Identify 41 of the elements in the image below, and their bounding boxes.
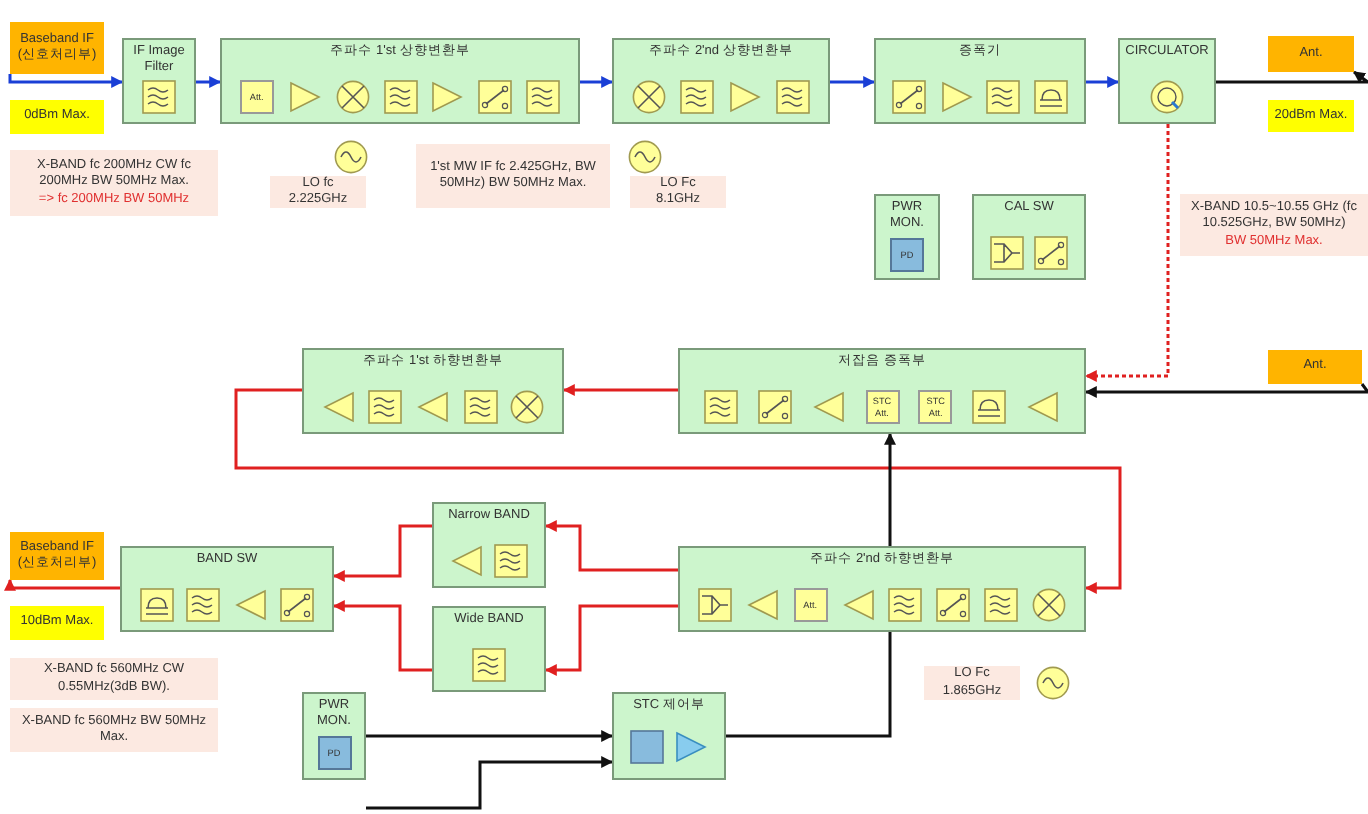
arrow xyxy=(332,524,432,582)
arrow xyxy=(366,756,614,810)
block-box xyxy=(678,546,1086,632)
block-box xyxy=(432,502,546,588)
block-box xyxy=(432,606,546,692)
note-box xyxy=(630,176,726,208)
arrow xyxy=(726,432,896,738)
arrow xyxy=(234,388,1122,594)
note-box xyxy=(416,144,610,208)
arrow xyxy=(1086,76,1120,88)
note-box xyxy=(10,708,218,752)
block-box xyxy=(874,38,1086,124)
block-box xyxy=(972,194,1086,280)
arrow xyxy=(1216,70,1368,84)
note-box xyxy=(924,666,1020,700)
arrow xyxy=(1084,383,1368,398)
arrow xyxy=(580,76,614,88)
block-box xyxy=(120,546,334,632)
block-box xyxy=(122,38,196,124)
block-box xyxy=(612,38,830,124)
block-box xyxy=(612,692,726,780)
block-box xyxy=(220,38,580,124)
arrow xyxy=(332,600,432,672)
arrow xyxy=(544,604,678,676)
arrow xyxy=(1084,124,1170,382)
arrow xyxy=(830,76,876,88)
note-box xyxy=(1180,194,1368,256)
note-box xyxy=(10,150,218,216)
block-box xyxy=(874,194,940,280)
arrow xyxy=(562,384,678,396)
arrow xyxy=(8,74,124,88)
block-box xyxy=(302,692,366,780)
note-box xyxy=(270,176,366,208)
arrow xyxy=(4,578,120,591)
arrow xyxy=(196,76,222,88)
block-box xyxy=(678,348,1086,434)
arrow xyxy=(366,730,614,742)
note-box xyxy=(10,658,218,700)
arrow xyxy=(544,520,678,572)
block-box xyxy=(302,348,564,434)
block-box xyxy=(1118,38,1216,124)
